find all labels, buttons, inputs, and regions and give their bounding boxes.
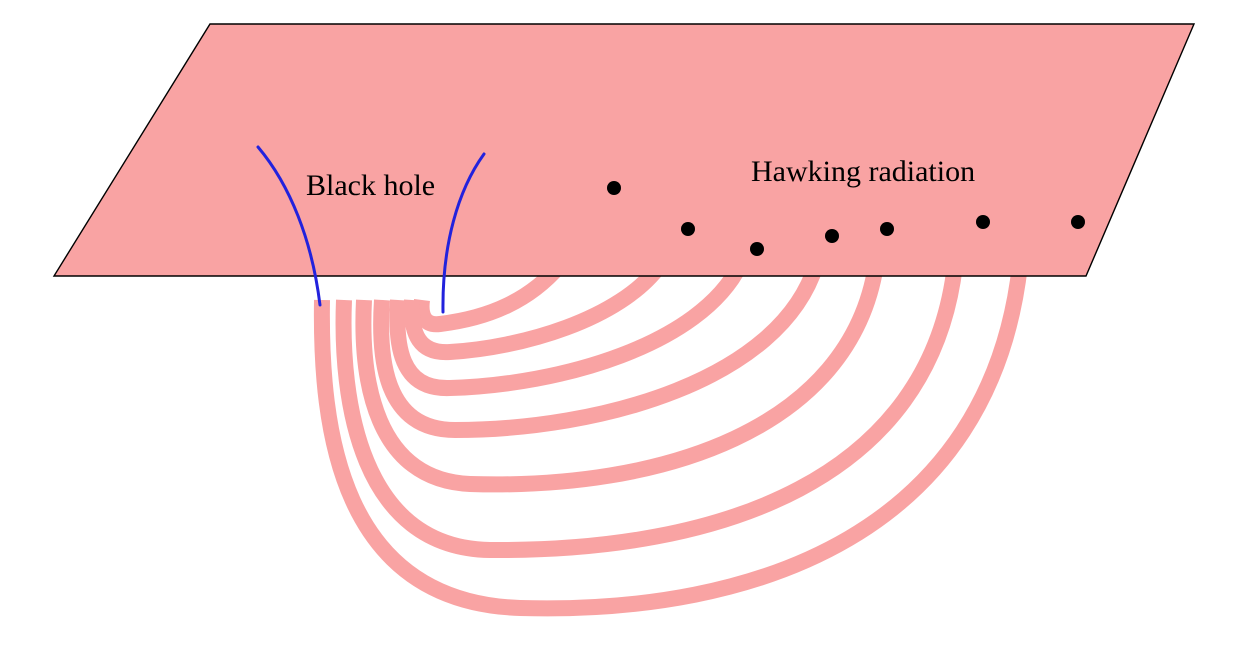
spacetime-sheet bbox=[52, 23, 1196, 277]
wormhole-tubes bbox=[313, 259, 1028, 617]
wormhole-tube-2 bbox=[403, 260, 667, 361]
hawking-radiation-label: Hawking radiation bbox=[751, 155, 975, 188]
black-hole-label: Black hole bbox=[306, 169, 435, 202]
radiation-particle bbox=[825, 229, 839, 243]
wormhole-tube-3 bbox=[389, 261, 748, 396]
radiation-particle bbox=[880, 222, 894, 236]
radiation-particle bbox=[1071, 215, 1085, 229]
radiation-particle bbox=[976, 215, 990, 229]
radiation-particle bbox=[750, 242, 764, 256]
wormhole-tube-1 bbox=[413, 259, 567, 333]
hawking-radiation-particles bbox=[607, 181, 1085, 256]
wormhole-tube-6 bbox=[335, 264, 963, 559]
black-hole-horizon-right bbox=[441, 152, 486, 314]
black-hole-horizon-left bbox=[256, 145, 322, 307]
wormhole-tube-7 bbox=[313, 264, 1028, 617]
wormhole-tube-4 bbox=[373, 262, 824, 438]
radiation-particle bbox=[681, 222, 695, 236]
wormhole-tube-5 bbox=[355, 263, 884, 493]
radiation-particle bbox=[607, 181, 621, 195]
